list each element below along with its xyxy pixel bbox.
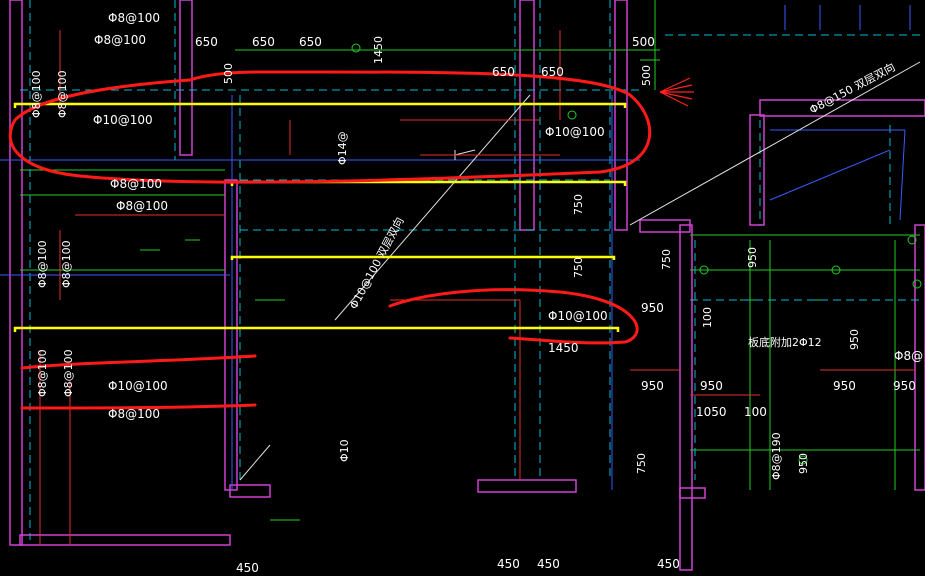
- label-t14: Φ10@100: [93, 113, 153, 127]
- label-t19: Φ8@100: [116, 199, 168, 213]
- label-t51: 450: [657, 557, 680, 571]
- label-t16: Φ14@: [336, 131, 349, 165]
- label-t18: Φ8@100: [110, 177, 162, 191]
- label-t24: 750: [660, 249, 673, 270]
- label-t41: 950: [893, 379, 916, 393]
- axis-markers: [351, 43, 922, 465]
- label-t30: 1450: [548, 341, 579, 355]
- label-t44: Φ8@190: [770, 432, 783, 480]
- label-t29: Φ10@100: [548, 309, 608, 323]
- drawing-labels: Φ8@100 Φ8@100 650 650 650 1450 500 Φ8@10…: [30, 11, 923, 575]
- label-t28: 100: [701, 307, 714, 328]
- red-fan-mark: [659, 77, 694, 107]
- label-t4: 650: [252, 35, 275, 49]
- red-markups: [8, 70, 652, 410]
- label-t49: 450: [497, 557, 520, 571]
- label-t3: 650: [195, 35, 218, 49]
- label-t39: 950: [700, 379, 723, 393]
- label-t48: 450: [236, 561, 259, 575]
- label-t46: Φ10: [338, 439, 351, 462]
- label-t8: Φ8@100: [30, 70, 43, 118]
- label-t17: Φ8@150 双层双向: [807, 60, 898, 117]
- label-t33: Φ8@: [894, 349, 923, 363]
- label-t25: 950: [746, 247, 759, 268]
- label-t42: 1050: [696, 405, 727, 419]
- label-t47: 750: [635, 453, 648, 474]
- label-t40: 950: [833, 379, 856, 393]
- label-t23: 750: [572, 257, 585, 278]
- white-lines: [239, 61, 921, 481]
- red-thin-lines: [39, 30, 915, 545]
- label-t37: Φ8@100: [108, 407, 160, 421]
- label-t10: 500: [632, 35, 655, 49]
- label-t22: Φ8@100: [60, 240, 73, 288]
- label-t27: 950: [641, 301, 664, 315]
- label-t31: 板底附加2Φ12: [748, 335, 822, 349]
- label-t34: Φ8@100: [36, 349, 49, 397]
- label-t32: 950: [848, 329, 861, 350]
- label-t1: Φ8@100: [108, 11, 160, 25]
- label-t13: 500: [640, 65, 653, 86]
- blue-lines: [0, 5, 911, 490]
- label-t38: 950: [641, 379, 664, 393]
- label-t50: 450: [537, 557, 560, 571]
- label-t35: Φ8@100: [62, 349, 75, 397]
- wall-outlines: [9, 0, 925, 571]
- label-t15: Φ10@100: [545, 125, 605, 139]
- label-t9: Φ8@100: [56, 70, 69, 118]
- label-t20: 750: [572, 194, 585, 215]
- label-t12: 650: [541, 65, 564, 79]
- label-t26: Φ10@100 双层双向: [346, 215, 406, 312]
- label-t6: 1450: [372, 36, 385, 64]
- label-t36: Φ10@100: [108, 379, 168, 393]
- green-lines: [20, 0, 920, 521]
- label-t11: 650: [492, 65, 515, 79]
- label-t2: Φ8@100: [94, 33, 146, 47]
- label-t21: Φ8@100: [36, 240, 49, 288]
- label-t7: 500: [222, 63, 235, 84]
- label-t43: 100: [744, 405, 767, 419]
- label-t45: 950: [797, 453, 810, 474]
- label-t5: 650: [299, 35, 322, 49]
- yellow-rebar-lines: [13, 102, 627, 332]
